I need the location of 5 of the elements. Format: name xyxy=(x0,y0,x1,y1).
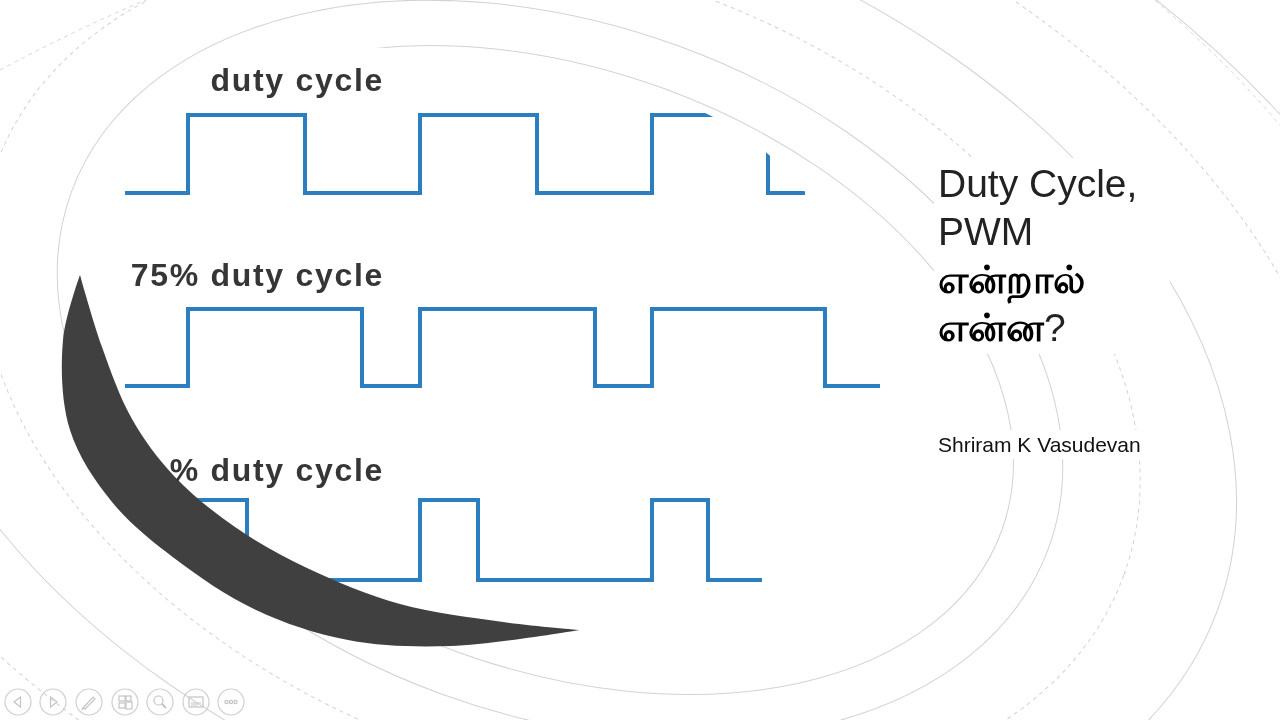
slide-title: Duty Cycle, PWM என்றால் என்ன? xyxy=(938,161,1139,351)
author-name: Shriram K Vasudevan xyxy=(938,432,1141,458)
waveform-label: duty cycle xyxy=(210,62,384,99)
waveform-label: % duty cycle xyxy=(169,452,384,489)
waveform-label: 75% duty cycle xyxy=(130,257,384,294)
